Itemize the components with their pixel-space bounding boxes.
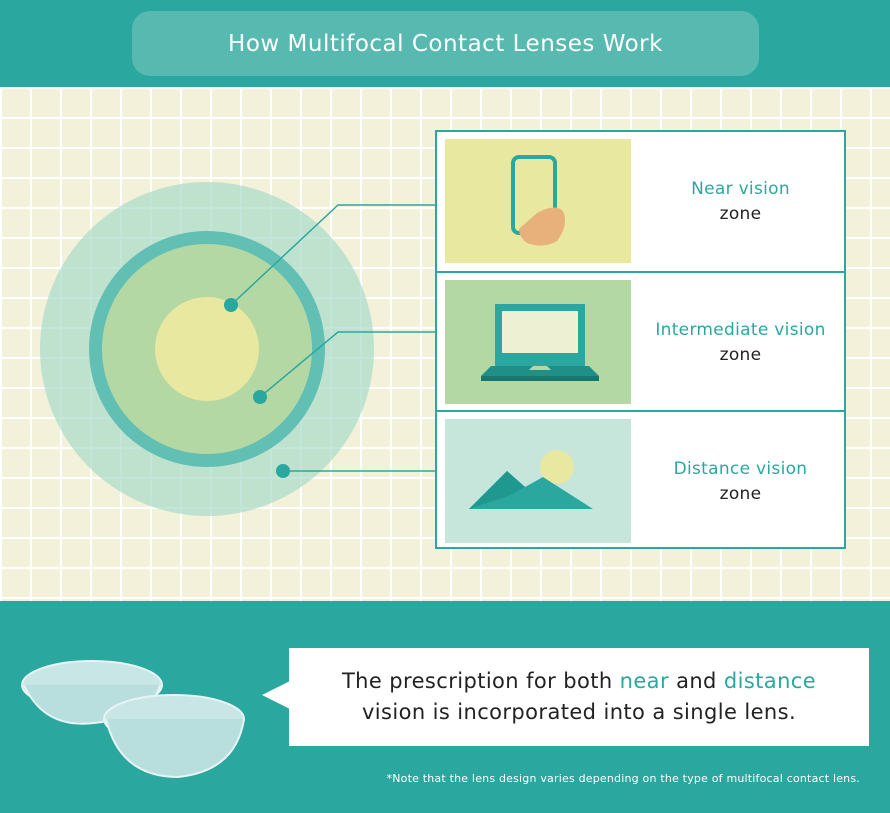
zone-name: Distance vision (673, 458, 808, 479)
lens-diagram (40, 182, 435, 516)
mountain-sun-icon (445, 419, 631, 543)
near-zone (155, 297, 259, 401)
distance-vision-label: Distance vision zone (637, 412, 844, 551)
header-band: How Multifocal Contact Lenses Work (0, 0, 890, 87)
intermediate-vision-label: Intermediate vision zone (637, 273, 844, 412)
callout-text: The prescription for both near and dista… (342, 666, 816, 728)
zone-suffix: zone (719, 344, 762, 365)
footnote: *Note that the lens design varies depend… (386, 772, 860, 785)
zone-suffix: zone (719, 483, 762, 504)
panel-near: Near vision zone (437, 132, 844, 271)
zone-name: Intermediate vision (655, 319, 826, 340)
callout-distance: distance (723, 669, 817, 693)
contact-lenses-illustration (21, 660, 245, 779)
panel-intermediate: Intermediate vision zone (437, 271, 844, 412)
speech-bubble-tail (262, 681, 290, 709)
callout-near: near (619, 669, 669, 693)
distance-marker (276, 464, 290, 478)
near-vision-label: Near vision zone (637, 132, 844, 271)
intermediate-leader-line (259, 331, 435, 398)
zone-panels: Near vision zone Intermediate vision zon… (435, 130, 846, 549)
page-title: How Multifocal Contact Lenses Work (132, 11, 759, 76)
zone-suffix: zone (719, 203, 762, 224)
callout-part3: vision is incorporated into a single len… (361, 700, 797, 724)
laptop-icon (445, 280, 631, 404)
near-marker (224, 298, 238, 312)
callout-part1: The prescription for both (341, 669, 620, 693)
smartphone-hand-icon (445, 139, 631, 263)
near-leader-line (230, 204, 435, 306)
panel-distance: Distance vision zone (437, 410, 844, 551)
callout-bubble: The prescription for both near and dista… (289, 648, 869, 746)
intermediate-marker (253, 390, 267, 404)
zone-name: Near vision (691, 178, 790, 199)
callout-part2: and (669, 669, 724, 693)
